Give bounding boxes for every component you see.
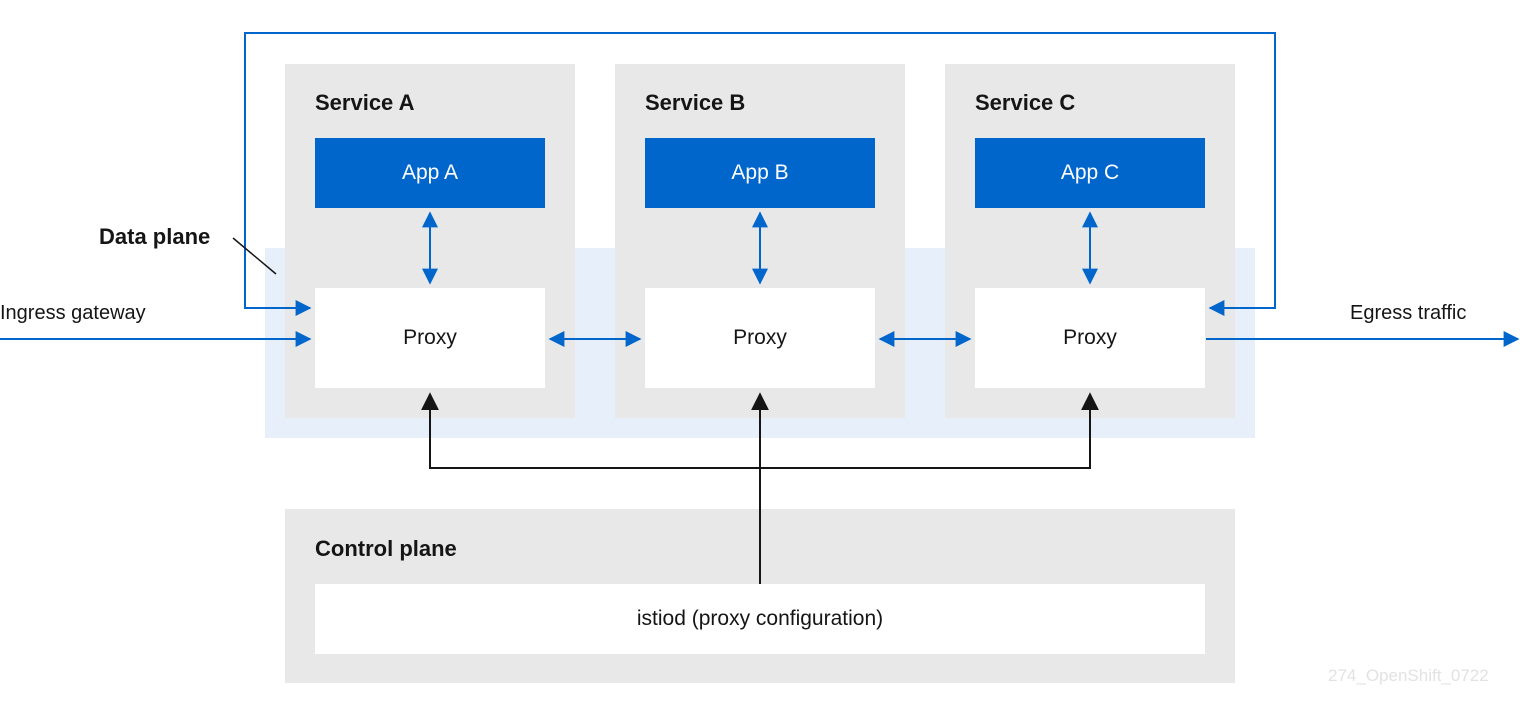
service-a-title: Service A xyxy=(315,90,415,115)
outer-loop-line xyxy=(244,32,1276,316)
istiod-box: istiod (proxy configuration) xyxy=(315,584,1205,654)
data-plane-leader xyxy=(232,237,277,275)
data-plane-label: Data plane xyxy=(99,224,211,249)
app-c-box: App C xyxy=(975,138,1205,208)
control-plane-title: Control plane xyxy=(315,536,457,561)
service-b-title: Service B xyxy=(645,90,746,115)
service-c-title: Service C xyxy=(975,90,1076,115)
control-branch-a xyxy=(421,392,760,469)
control-branch-c xyxy=(760,392,1099,469)
app-a-box: App A xyxy=(315,138,545,208)
figure-id-watermark: 274_OpenShift_0722 xyxy=(1328,666,1489,685)
ingress-gateway-label: Ingress gateway xyxy=(0,302,146,324)
app-b-box: App B xyxy=(645,138,875,208)
egress-traffic-label: Egress traffic xyxy=(1350,302,1467,324)
